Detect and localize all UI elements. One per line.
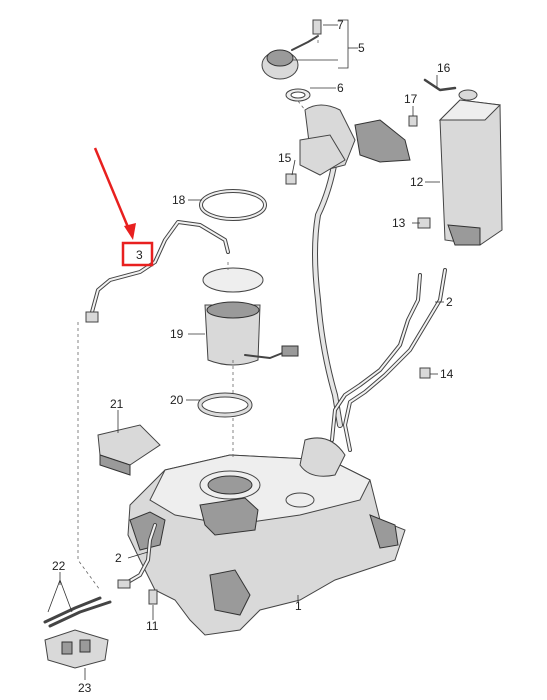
highlight-box <box>121 241 154 267</box>
connector-23 <box>44 629 109 669</box>
callout-20: 20 <box>170 393 184 407</box>
filler-neck <box>299 104 411 428</box>
cap-seal-ring <box>285 88 311 102</box>
callout-16: 16 <box>437 61 451 75</box>
callout-14: 14 <box>440 367 454 381</box>
leader-lines <box>47 19 444 680</box>
lines-22 <box>43 596 112 628</box>
bracket-21 <box>97 424 161 476</box>
callout-18: 18 <box>172 193 186 207</box>
fuel-cap <box>261 35 319 80</box>
fuel-line-2-left <box>117 523 157 589</box>
clip-14 <box>419 367 431 379</box>
bolt-15 <box>285 173 297 185</box>
callout-11: 11 <box>146 619 159 633</box>
bolt-11 <box>148 589 158 605</box>
callout-6: 6 <box>337 81 344 95</box>
callout-2-left: 2 <box>115 551 122 565</box>
callout-15: 15 <box>278 151 292 165</box>
clip-17 <box>408 115 418 127</box>
pump-seal <box>197 392 253 418</box>
callout-3: 3 <box>136 248 143 262</box>
callout-17: 17 <box>404 92 418 106</box>
callout-22: 22 <box>52 559 66 573</box>
callout-23: 23 <box>78 681 92 695</box>
callout-21: 21 <box>110 397 124 411</box>
callout-1: 1 <box>295 599 302 613</box>
carbon-canister <box>438 89 503 246</box>
highlight-arrowhead <box>124 223 136 240</box>
callout-2-right: 2 <box>446 295 453 309</box>
highlight-arrow <box>93 147 132 233</box>
hose-16 <box>423 78 457 92</box>
fuel-line-3 <box>85 220 230 323</box>
callout-7: 7 <box>337 18 344 32</box>
vent-lines <box>330 268 447 452</box>
bolt-7 <box>312 19 322 35</box>
assembly-lines <box>77 34 319 591</box>
callout-labels: 7 5 6 16 17 12 13 15 18 3 2 19 14 20 21 … <box>52 18 454 695</box>
callout-13: 13 <box>392 216 406 230</box>
callout-5: 5 <box>358 41 365 55</box>
fuel-tank <box>127 437 406 636</box>
callout-12: 12 <box>410 175 424 189</box>
locking-ring <box>199 189 267 221</box>
callout-19: 19 <box>170 327 184 341</box>
fuel-pump-module <box>202 267 299 366</box>
highlight-annotation <box>93 147 154 267</box>
